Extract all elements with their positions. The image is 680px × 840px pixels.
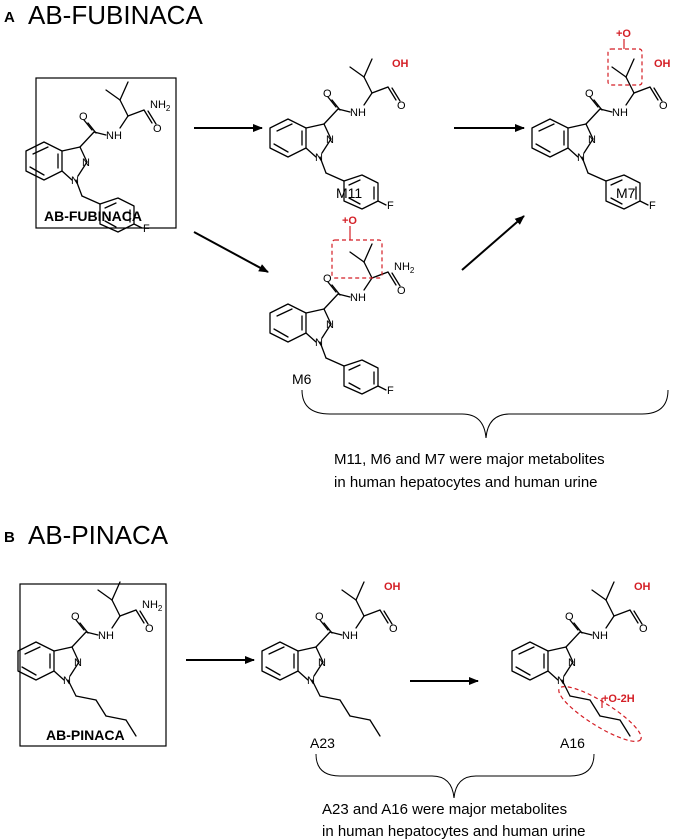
atom-n1: N [63,675,71,687]
atom-n1: N [71,175,79,187]
atom-nh2: NH2 [142,599,163,613]
molecule-a16: NH O N N OH O +O-2H [511,581,651,742]
panel-title-b: AB-PINACA [28,520,169,550]
atom-n1: N [315,152,323,164]
molecule-m6: NH O N N NH2 O F +O [269,215,415,397]
atom-o: O [565,611,574,623]
note-b-line-1: A23 and A16 were major metabolites [322,801,567,818]
atom-f: F [387,385,394,397]
atom-n1: N [315,337,323,349]
atom-o2: O [153,123,162,135]
atom-n2: N [568,657,576,669]
atom-n2: N [318,657,326,669]
molecule-ab-fubinaca: NH O N N NH2 O F [25,81,171,235]
atom-o: O [79,111,88,123]
atom-o2: O [397,285,406,297]
atom-o2: O [659,100,668,112]
arrow-parent-to-m6 [193,231,269,273]
modification-box-m7 [607,48,643,86]
atom-n1: N [307,675,315,687]
panel-letter-b: B [4,529,15,546]
atom-oh: OH [392,58,409,70]
atom-nh: NH [592,630,608,642]
parent-label-a: AB-FUBINACA [44,208,142,224]
note-b-line-2: in human hepatocytes and human urine [322,823,586,840]
atom-n2: N [326,319,334,331]
atom-f: F [143,223,150,235]
atom-nh: NH [350,292,366,304]
note-a-line-1: M11, M6 and M7 were major metabolites [334,451,605,468]
atom-o2: O [389,623,398,635]
atom-n2: N [74,657,82,669]
arrow-m6-to-m7 [461,215,525,271]
atom-nh2: NH2 [394,261,415,275]
modification-box-m6 [331,239,383,279]
brace-b [315,753,595,799]
atom-o: O [323,273,332,285]
atom-nh: NH [98,630,114,642]
modification-label-m7: +O [616,28,631,40]
atom-nh: NH [350,107,366,119]
atom-n1: N [557,675,565,687]
parent-box-b [19,583,167,747]
atom-oh: OH [384,581,401,593]
parent-label-b: AB-PINACA [46,727,125,743]
panel-title-a: AB-FUBINACA [28,0,203,30]
atom-nh2: NH2 [150,99,171,113]
panel-a: A AB-FUBINACA NH O N N NH2 O F AB-FUBINA… [4,0,671,491]
compound-label-a23: A23 [310,735,335,751]
panel-letter-a: A [4,9,15,26]
modification-label-a16: +O-2H [602,693,635,705]
atom-o2: O [397,100,406,112]
atom-o: O [585,88,594,100]
atom-n1: N [577,152,585,164]
atom-f: F [649,200,656,212]
atom-nh: NH [106,130,122,142]
compound-label-m7: M7 [616,185,636,201]
atom-n2: N [588,134,596,146]
atom-oh: OH [634,581,651,593]
molecule-a23: NH O N N OH O [261,581,401,737]
atom-n2: N [82,157,90,169]
compound-label-m11: M11 [336,185,362,201]
note-a-line-2: in human hepatocytes and human urine [334,474,598,491]
atom-oh: OH [654,58,671,70]
atom-nh: NH [342,630,358,642]
atom-nh: NH [612,107,628,119]
compound-label-m6: M6 [292,371,312,387]
atom-o: O [71,611,80,623]
modification-label-m6: +O [342,215,357,227]
brace-a [301,389,669,439]
compound-label-a16: A16 [560,735,585,751]
molecule-ab-pinaca: NH O N N NH2 O [17,581,163,737]
molecule-m7: NH O N N OH O F +O [531,28,671,212]
panel-b: B AB-PINACA NH O N N NH2 O AB-PINACA NH … [4,520,651,840]
atom-o2: O [145,623,154,635]
molecule-m11: NH O N N OH O F [269,58,409,212]
atom-o: O [323,88,332,100]
atom-o2: O [639,623,648,635]
atom-n2: N [326,134,334,146]
atom-f: F [387,200,394,212]
atom-o: O [315,611,324,623]
modification-ellipse-a16 [558,686,642,742]
